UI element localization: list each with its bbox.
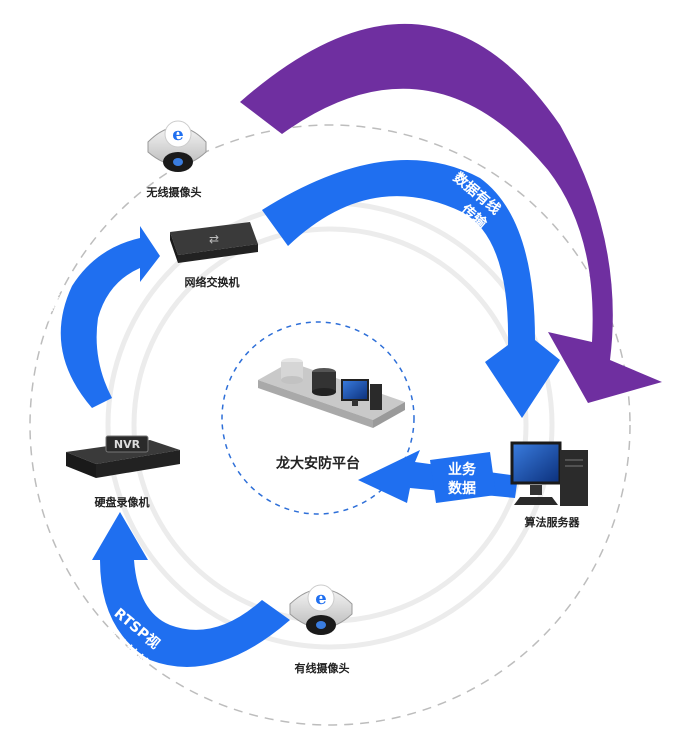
switch-top xyxy=(170,222,258,255)
wireless-camera-lens xyxy=(173,158,183,166)
rtsp-arrow: RTSP视 频流抽帧 xyxy=(92,512,290,673)
wired-arrow-shape xyxy=(262,160,560,418)
switch-arrows-icon: ⇄ xyxy=(209,232,219,246)
server-monitor xyxy=(510,441,562,485)
wired-camera-lens xyxy=(316,621,326,629)
platform-base-side xyxy=(258,380,373,428)
business-arrow-label-2: 数据 xyxy=(448,480,476,497)
wired-camera-node: e 有线摄像头 xyxy=(289,584,353,675)
business-arrow-label-1: 业务 xyxy=(448,461,477,478)
wired-arrow: 数据有线 传输 xyxy=(262,160,560,418)
platform-base-edge xyxy=(373,402,405,428)
wired-camera-label: 有线摄像头 xyxy=(295,661,350,675)
nvr-node: NVR 硬盘录像机 xyxy=(66,435,180,509)
wireless-camera-node: e 无线摄像头 xyxy=(146,120,207,199)
outer-dashed-ring xyxy=(29,124,631,726)
ie-logo-icon xyxy=(307,584,335,612)
server-label: 算法服务器 xyxy=(524,515,581,529)
nvr-side xyxy=(66,452,96,478)
switch-node: ⇄ 网络交换机 xyxy=(170,222,258,289)
ie-logo-icon xyxy=(164,120,192,148)
server-node: 算法服务器 xyxy=(510,441,588,529)
server-keyboard xyxy=(514,497,558,505)
nvr-front xyxy=(96,450,180,478)
nvr-label: 硬盘录像机 xyxy=(95,495,150,509)
server-monitor-stand xyxy=(530,485,542,495)
server-cylinder-icon xyxy=(281,358,303,384)
rtsp-arrow-shape xyxy=(92,512,290,667)
workstation-icon xyxy=(341,379,382,410)
server-tower xyxy=(560,450,588,506)
switch-side xyxy=(170,232,178,263)
switch-arrow-shape xyxy=(60,226,160,408)
platform-label: 龙大安防平台 xyxy=(275,455,360,472)
nvr-plate xyxy=(105,435,149,453)
wireless-camera-label: 无线摄像头 xyxy=(146,185,202,199)
middle-ring-1 xyxy=(105,200,555,650)
api-arrow-shape xyxy=(240,23,662,404)
nvr-plate-text: NVR xyxy=(114,438,141,451)
inner-dashed-ring xyxy=(221,321,415,515)
business-arrow-box xyxy=(430,452,496,503)
ie-logo-glyph: e xyxy=(172,124,183,145)
ie-logo-glyph: e xyxy=(315,588,326,609)
switch-front xyxy=(178,244,258,263)
switch-label: 网络交换机 xyxy=(185,275,240,289)
database-cylinder-icon xyxy=(312,368,336,396)
platform-node: 龙大安防平台 xyxy=(258,358,405,472)
business-arrow: 业务 数据 xyxy=(358,450,518,503)
